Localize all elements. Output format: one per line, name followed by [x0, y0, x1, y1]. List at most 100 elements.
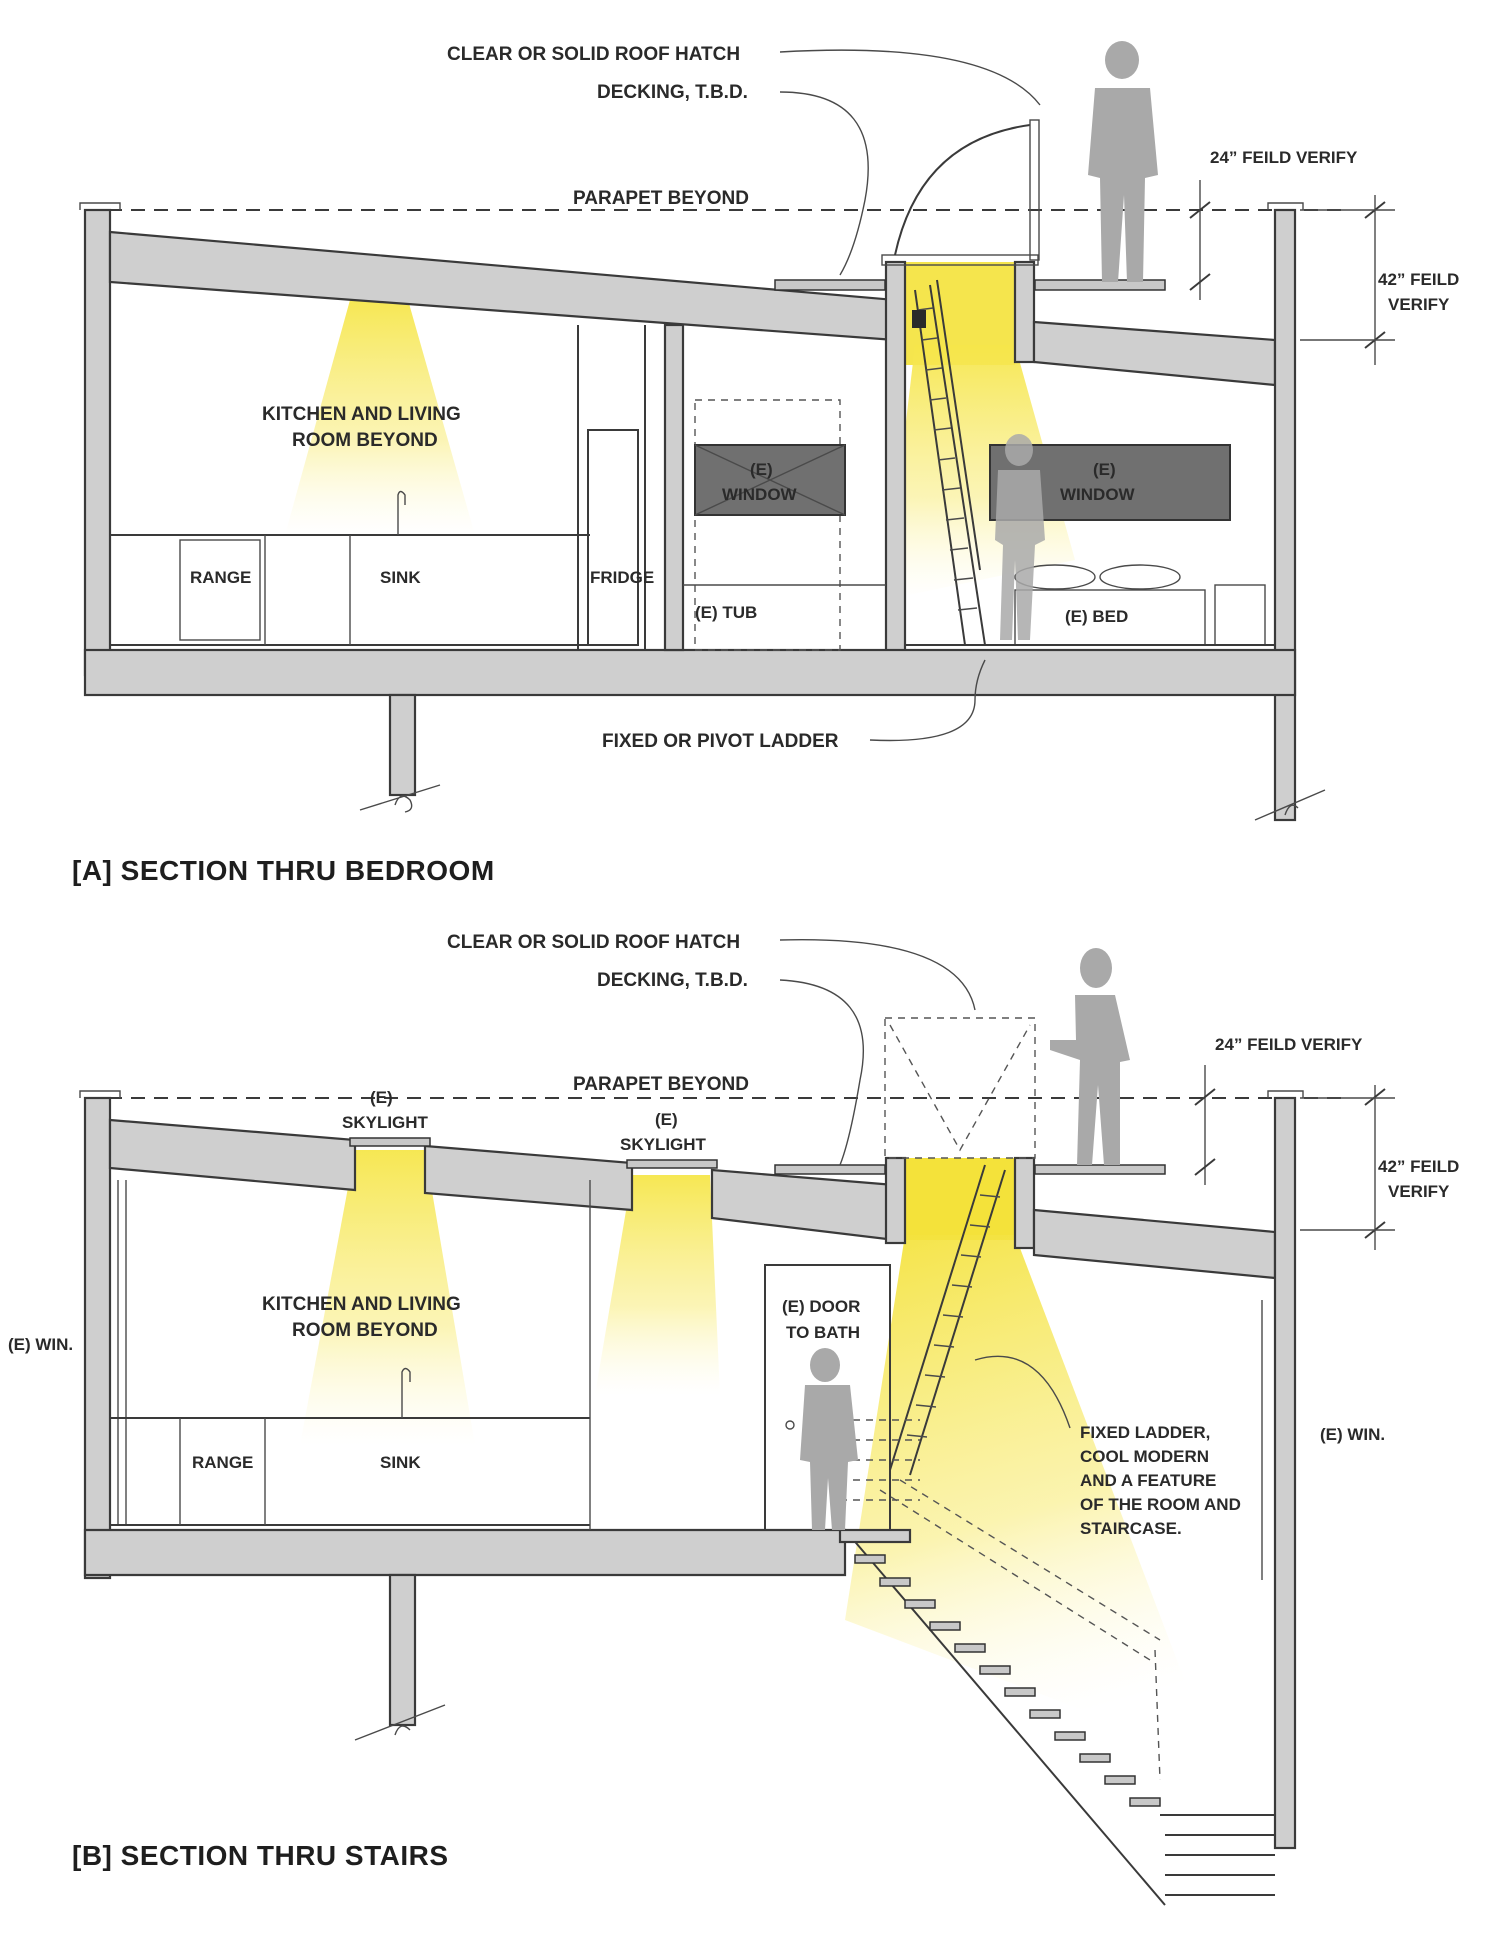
- verify-42-label-b-1: 42” FEILD: [1378, 1157, 1459, 1176]
- hatch-curb-right: [1013, 260, 1036, 364]
- roof-hatch-label-a: CLEAR OR SOLID ROOF HATCH: [447, 44, 740, 65]
- parapet-label-b: PARAPET BEYOND: [573, 1074, 749, 1095]
- leader-ladder-b: [974, 1355, 1071, 1429]
- kitchen-label-b-1: KITCHEN AND LIVING: [262, 1294, 461, 1315]
- door-knob: [785, 1420, 795, 1430]
- section-a-title: [A] SECTION THRU BEDROOM: [72, 855, 495, 886]
- skylight-1-label-1: (E): [370, 1088, 393, 1107]
- parapet-label-a: PARAPET BEYOND: [573, 188, 749, 209]
- dim-24-ticks: [1189, 201, 1211, 291]
- nightstand: [1214, 584, 1266, 646]
- window-left-cross-2: [694, 444, 846, 516]
- dim-24-ticks-b: [1194, 1088, 1216, 1176]
- pivot-ladder: [912, 279, 986, 646]
- window-left-label-a-1: (E): [750, 460, 773, 479]
- verify-24-label-b: 24” FEILD VERIFY: [1215, 1035, 1363, 1054]
- staircase-b: [838, 1479, 1275, 1906]
- decking-right: [1034, 279, 1166, 291]
- bath-door-frame: [764, 1264, 891, 1531]
- decking-right-b: [1034, 1164, 1166, 1175]
- sink-label-b: SINK: [380, 1453, 421, 1472]
- ladder-note-b-4: OF THE ROOM AND: [1080, 1495, 1241, 1514]
- person-in-bedroom-a: [995, 434, 1045, 640]
- fridge-outline: [587, 429, 639, 646]
- decking-left: [774, 279, 886, 291]
- skylight-2-frame: [626, 1159, 718, 1169]
- tub-label-a: (E) TUB: [695, 603, 757, 622]
- support-pier-a-left: [388, 693, 417, 797]
- kitchen-label-a-2: ROOM BEYOND: [292, 430, 438, 451]
- faucet-icon-b: [401, 1367, 411, 1418]
- skylight-1-beam: [300, 1150, 475, 1445]
- left-exterior-wall: [83, 208, 112, 677]
- win-right-label-b: (E) WIN.: [1320, 1425, 1385, 1444]
- sink-label-a: SINK: [380, 568, 421, 587]
- roof-segment-3: [710, 1168, 897, 1242]
- decking-left-b: [774, 1164, 886, 1175]
- window-left-label-a-2: WINDOW: [722, 485, 798, 504]
- right-exterior-wall: [1273, 208, 1297, 822]
- skylight-1-label-2: SKYLIGHT: [342, 1113, 429, 1132]
- range-outline: [179, 539, 261, 641]
- hatch-curb-left-b: [884, 1156, 907, 1245]
- left-exterior-wall-b: [83, 1096, 112, 1580]
- hatch-curb-right-b: [1013, 1156, 1036, 1250]
- floor-slab-a: [83, 648, 1297, 697]
- range-label-b: RANGE: [192, 1453, 253, 1472]
- section-b-title: [B] SECTION THRU STAIRS: [72, 1840, 449, 1871]
- decking-label-b: DECKING, T.B.D.: [597, 970, 748, 991]
- roof-hatch-box: [884, 1017, 1036, 1159]
- leader-decking-a: [779, 91, 869, 276]
- tub-area-dashed: [694, 399, 841, 651]
- right-exterior-wall-b: [1273, 1096, 1297, 1850]
- roof-segment-1: [108, 1118, 357, 1192]
- door-label-b-2: TO BATH: [786, 1323, 860, 1342]
- fridge-label-a: FRIDGE: [590, 568, 654, 587]
- person-on-roof-a: [1088, 41, 1158, 282]
- skylight-2-label-1: (E): [655, 1110, 678, 1129]
- ladder-note-b-5: STAIRCASE.: [1080, 1519, 1182, 1538]
- right-wall-cap: [1267, 202, 1304, 210]
- floor-slab-b: [83, 1528, 847, 1577]
- person-near-bath-door: [800, 1348, 858, 1530]
- roof-hatch-open-leaf: [1029, 119, 1040, 261]
- kitchen-label-b-2: ROOM BEYOND: [292, 1320, 438, 1341]
- pillow-1: [1014, 564, 1096, 590]
- hatch-curb-left: [884, 260, 907, 659]
- bed-label-a: (E) BED: [1065, 607, 1128, 626]
- decking-label-a: DECKING, T.B.D.: [597, 82, 748, 103]
- skylight-2-label-2: SKYLIGHT: [620, 1135, 707, 1154]
- ladder-label-a: FIXED OR PIVOT LADDER: [602, 731, 839, 752]
- window-right-label-a-2: WINDOW: [1060, 485, 1136, 504]
- leader-roof-hatch-a: [779, 49, 1041, 106]
- range-label-a: RANGE: [190, 568, 251, 587]
- faucet-icon: [397, 490, 406, 535]
- section-b: CLEAR OR SOLID ROOF HATCH DECKING, T.B.D…: [8, 932, 1459, 1906]
- roof-segment-2: [423, 1144, 634, 1212]
- section-a: CLEAR OR SOLID ROOF HATCH DECKING, T.B.D…: [72, 41, 1459, 886]
- interior-wall-fridge: [663, 323, 685, 652]
- verify-42-label-b-2: VERIFY: [1388, 1182, 1450, 1201]
- ladder-note-b-3: AND A FEATURE: [1080, 1471, 1216, 1490]
- pillow-2: [1099, 564, 1181, 590]
- left-wall-cap: [79, 202, 121, 210]
- leader-decking-b: [779, 979, 864, 1166]
- right-wall-cap-b: [1267, 1090, 1304, 1098]
- roof-hatch-label-b: CLEAR OR SOLID ROOF HATCH: [447, 932, 740, 953]
- leader-ladder-a: [869, 659, 986, 742]
- verify-24-label-a: 24” FEILD VERIFY: [1210, 148, 1358, 167]
- sloped-roof-right: [1032, 320, 1277, 387]
- roof-hatch-swing-arc: [894, 124, 1031, 256]
- hatch-shaft-light-b: [905, 1158, 1015, 1240]
- person-on-roof-b: [1050, 948, 1130, 1165]
- left-wall-cap-b: [79, 1090, 121, 1098]
- pier-break-b: [354, 1704, 446, 1741]
- roof-segment-right-b: [1032, 1208, 1277, 1280]
- kitchen-light-beam: [285, 300, 475, 535]
- pier-break-a-right: [1254, 789, 1326, 821]
- skylight-2-beam: [595, 1175, 720, 1395]
- skylight-1-frame: [349, 1137, 431, 1147]
- verify-42-label-a-1: 42” FEILD: [1378, 270, 1459, 289]
- kitchen-label-a-1: KITCHEN AND LIVING: [262, 404, 461, 425]
